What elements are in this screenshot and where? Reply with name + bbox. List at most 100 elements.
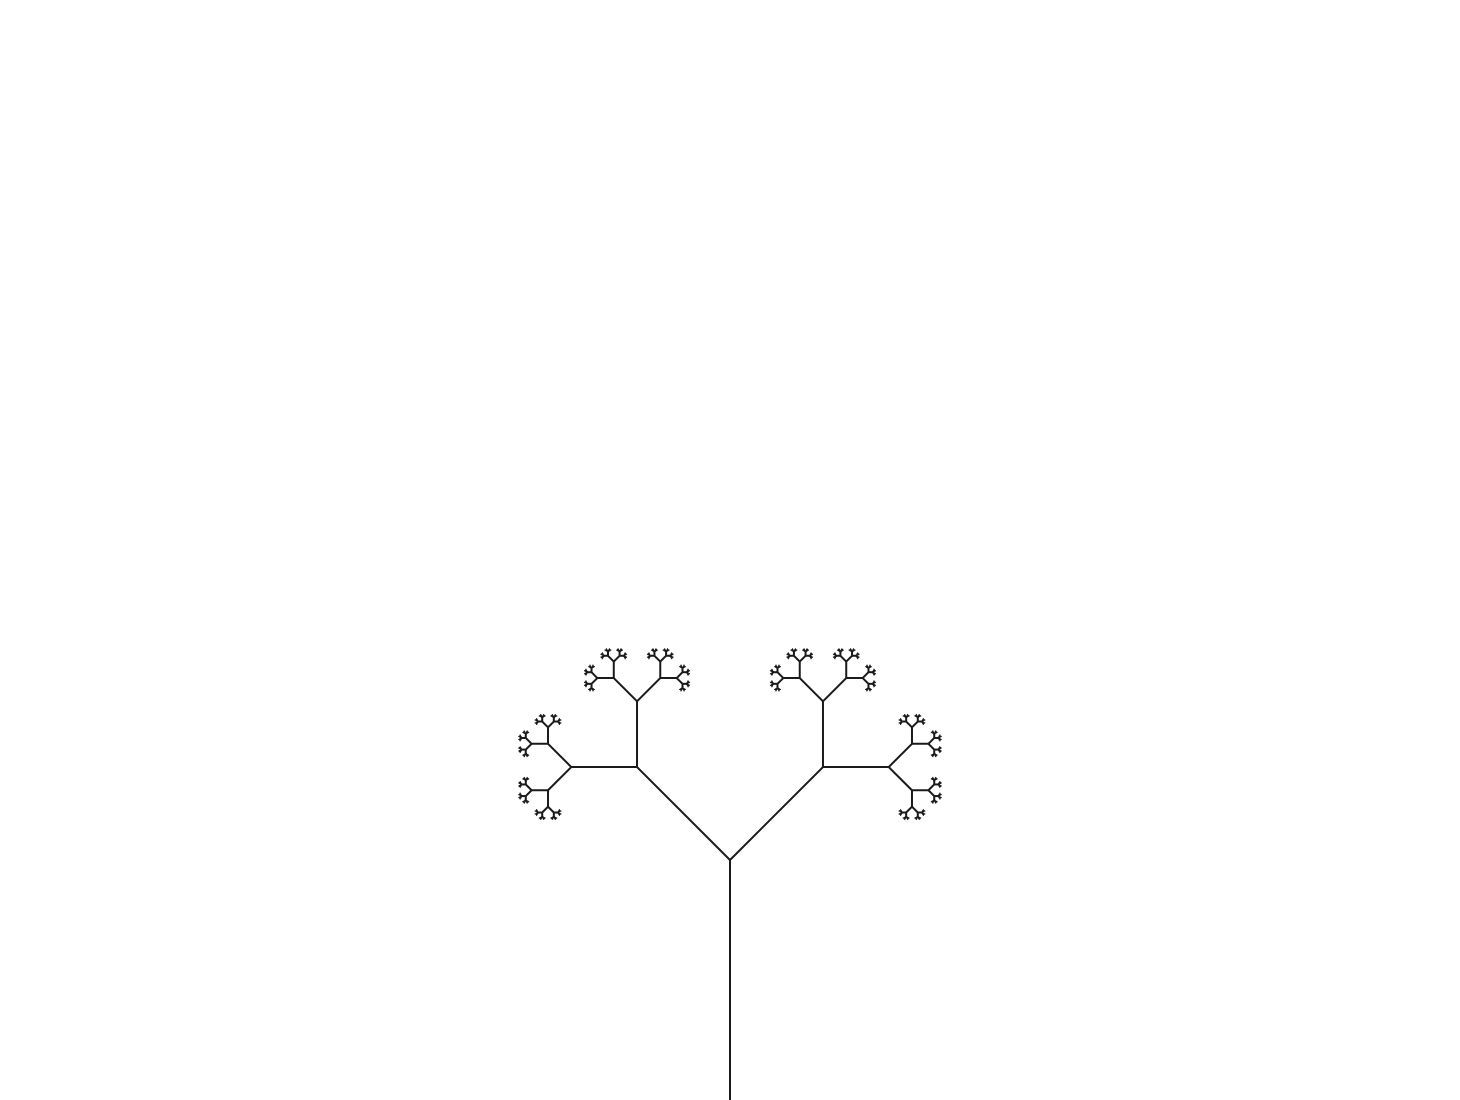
tree-branch [911, 720, 919, 729]
tree-branch [535, 811, 539, 815]
tree-branch [525, 789, 533, 797]
tree-branch [547, 766, 572, 791]
tree-branch [585, 670, 589, 673]
tree-branch [675, 671, 684, 679]
tree-branch [937, 783, 941, 787]
tree-branch [932, 799, 935, 803]
tree-branch [665, 649, 669, 653]
tree-branch [927, 737, 935, 745]
tree-branch [729, 766, 824, 861]
tree-branch [622, 653, 626, 657]
tree-branch [845, 655, 853, 663]
tree-branch [771, 681, 775, 685]
tree-branch [525, 783, 533, 791]
tree-branch [519, 747, 523, 751]
tree-branch [937, 737, 941, 741]
tree-branch [899, 811, 903, 815]
tree-branch [927, 743, 935, 751]
tree-branch [793, 655, 801, 663]
tree-branch [519, 737, 523, 741]
tree-branch [535, 719, 539, 723]
tree-branch [855, 655, 859, 658]
tree-branch [557, 810, 561, 814]
tree-branch [590, 671, 599, 679]
tree-branch [523, 799, 527, 803]
tree-branch [669, 655, 673, 658]
tree-branch [839, 655, 847, 663]
tree-branch [905, 715, 909, 719]
tree-branch [659, 655, 667, 663]
tree-branch [937, 795, 941, 799]
tree-branch [915, 715, 919, 719]
tree-branch [867, 687, 871, 691]
tree-branch [866, 687, 870, 691]
tree-branch [653, 649, 657, 653]
tree-branch [535, 810, 539, 814]
tree-branch [525, 778, 528, 782]
tree-branch [525, 731, 528, 735]
tree-branch [685, 671, 689, 675]
tree-branch [605, 649, 609, 653]
tree-branch [899, 719, 903, 723]
tree-branch [557, 720, 561, 724]
tree-branch [776, 671, 785, 679]
tree-branch [776, 687, 780, 691]
tree-branch [905, 805, 913, 814]
tree-branch [519, 795, 523, 799]
tree-branch [685, 670, 689, 673]
tree-branch [804, 649, 808, 653]
tree-branch [607, 649, 611, 653]
tree-branch [541, 805, 549, 814]
tree-branch [653, 655, 661, 663]
tree-branch [851, 649, 855, 653]
tree-branch [937, 748, 941, 752]
tree-branch [636, 677, 661, 702]
tree-branch [601, 653, 605, 657]
tree-branch [917, 815, 920, 819]
tree-branch [540, 715, 543, 719]
tree-branch [933, 731, 937, 735]
tree-branch [871, 671, 875, 675]
tree-branch [519, 793, 523, 797]
tree-branch [776, 665, 780, 669]
tree-branch [618, 649, 622, 653]
tree-branch [932, 752, 935, 756]
tree-branch [776, 677, 785, 685]
tree-branch [861, 671, 870, 679]
tree-branch [793, 649, 797, 653]
tree-branch [557, 811, 561, 815]
tree-branch [681, 665, 685, 669]
tree-branch [933, 752, 937, 756]
tree-branch [775, 665, 779, 669]
tree-branch [775, 687, 779, 691]
tree-branch [871, 683, 875, 686]
tree-branch [933, 778, 937, 782]
tree-branch [904, 815, 907, 819]
tree-branch [541, 720, 549, 729]
tree-branch [519, 735, 523, 739]
tree-branch [808, 653, 812, 657]
tree-branch [917, 715, 920, 719]
tree-branch [547, 805, 555, 814]
tree-branch [589, 665, 593, 669]
tree-branch [871, 670, 875, 673]
tree-branch [685, 683, 689, 686]
tree-branch [799, 655, 807, 663]
tree-branch [525, 737, 533, 745]
tree-branch [547, 743, 572, 768]
tree-branch [585, 681, 589, 685]
tree-branch [663, 649, 667, 653]
tree-branch [553, 715, 556, 719]
tree-branch [541, 715, 545, 719]
tree-branch [541, 815, 545, 819]
tree-branch [590, 665, 594, 669]
tree-branch [680, 665, 684, 669]
tree-branch [771, 671, 775, 675]
tree-branch [927, 789, 935, 797]
tree-branch [613, 677, 638, 702]
tree-branch [636, 766, 731, 861]
tree-branch [681, 687, 685, 691]
tree-branch [523, 778, 527, 782]
